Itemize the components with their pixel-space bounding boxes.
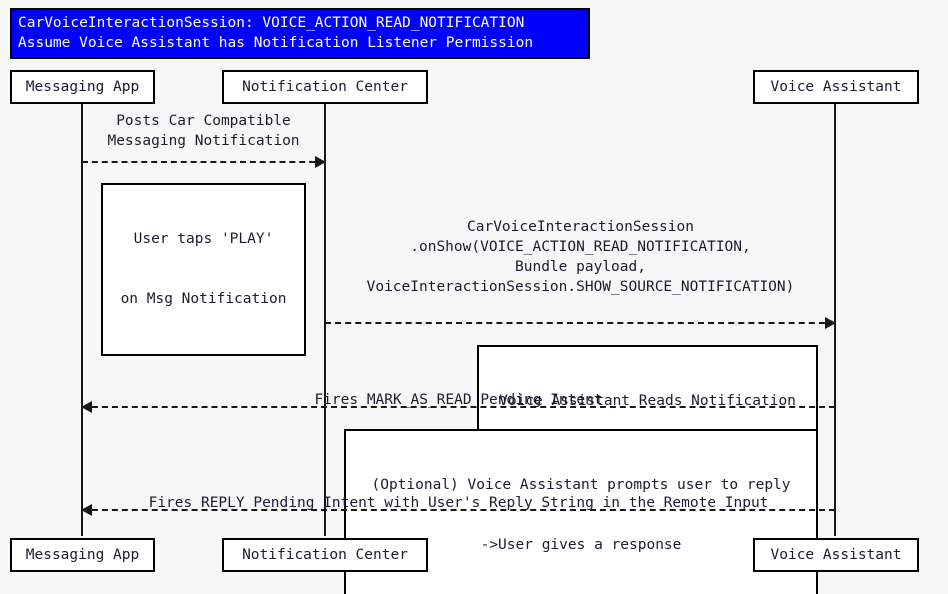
message-label-onshow-line-4: VoiceInteractionSession.SHOW_SOURCE_NOTI… xyxy=(366,279,795,295)
message-label-onshow-line-1: CarVoiceInteractionSession xyxy=(467,219,694,235)
note-line-1: (Optional) Voice Assistant prompts user … xyxy=(371,477,791,493)
arrow-line xyxy=(82,406,835,408)
participant-top-voice-assistant[interactable]: Voice Assistant xyxy=(753,70,919,104)
lifeline-messaging-app xyxy=(81,104,83,536)
diagram-title-banner: CarVoiceInteractionSession: VOICE_ACTION… xyxy=(10,8,590,59)
message-arrow-onshow xyxy=(325,317,836,329)
message-arrow-post-notification xyxy=(82,156,326,168)
message-arrow-mark-as-read xyxy=(81,401,835,413)
arrow-head-right xyxy=(825,317,836,329)
note-optional-reply-prompt: (Optional) Voice Assistant prompts user … xyxy=(344,429,818,594)
participant-top-messaging-app[interactable]: Messaging App xyxy=(10,70,155,104)
note-line-1: Voice Assistant Reads Notification xyxy=(499,393,796,409)
message-label-onshow-line-2: .onShow(VOICE_ACTION_READ_NOTIFICATION, xyxy=(410,239,751,255)
arrow-line xyxy=(82,509,835,511)
lifeline-notification-center xyxy=(324,104,326,536)
participant-bottom-notification-center[interactable]: Notification Center xyxy=(222,538,428,572)
participant-bottom-messaging-app[interactable]: Messaging App xyxy=(10,538,155,572)
arrow-line xyxy=(82,161,325,163)
note-user-taps-play: User taps 'PLAY' on Msg Notification xyxy=(101,183,306,356)
arrow-line xyxy=(325,322,835,324)
message-label-post-notification-line-1: Posts Car Compatible xyxy=(116,113,291,129)
note-line-1: User taps 'PLAY' xyxy=(133,231,274,247)
arrow-head-right xyxy=(315,156,326,168)
arrow-head-left xyxy=(81,504,92,516)
message-label-post-notification-line-2: Messaging Notification xyxy=(107,133,300,149)
message-arrow-reply-intent xyxy=(81,504,835,516)
note-line-2: ->User gives a response xyxy=(480,537,682,553)
arrow-head-left xyxy=(81,401,92,413)
note-line-2: on Msg Notification xyxy=(120,291,287,307)
message-label-onshow-line-3: Bundle payload, xyxy=(515,259,646,275)
diagram-title-line-1: CarVoiceInteractionSession: VOICE_ACTION… xyxy=(18,15,525,31)
participant-bottom-voice-assistant[interactable]: Voice Assistant xyxy=(753,538,919,572)
participant-top-notification-center[interactable]: Notification Center xyxy=(222,70,428,104)
diagram-title-line-2: Assume Voice Assistant has Notification … xyxy=(18,35,534,51)
message-label-reply-intent: Fires REPLY Pending Intent with User's R… xyxy=(148,495,769,511)
message-label-mark-as-read: Fires MARK_AS_READ Pending Intent xyxy=(314,392,603,408)
